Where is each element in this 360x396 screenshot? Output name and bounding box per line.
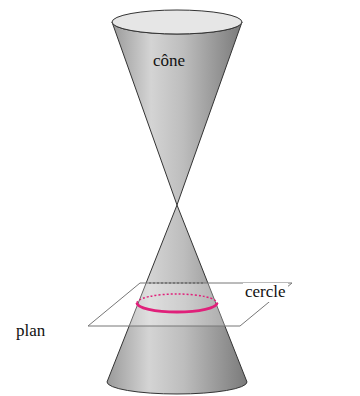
upper-cone-opening: [112, 10, 242, 34]
circle-label: cercle: [243, 283, 288, 302]
cutting-plane: [88, 283, 292, 326]
circle-front: [137, 303, 217, 312]
upper-cone: [112, 22, 242, 205]
plane-label: plan: [16, 322, 45, 341]
circle-back: [137, 294, 217, 303]
plane-hidden-edge: [149, 283, 205, 284]
cone-label: cône: [153, 52, 185, 71]
